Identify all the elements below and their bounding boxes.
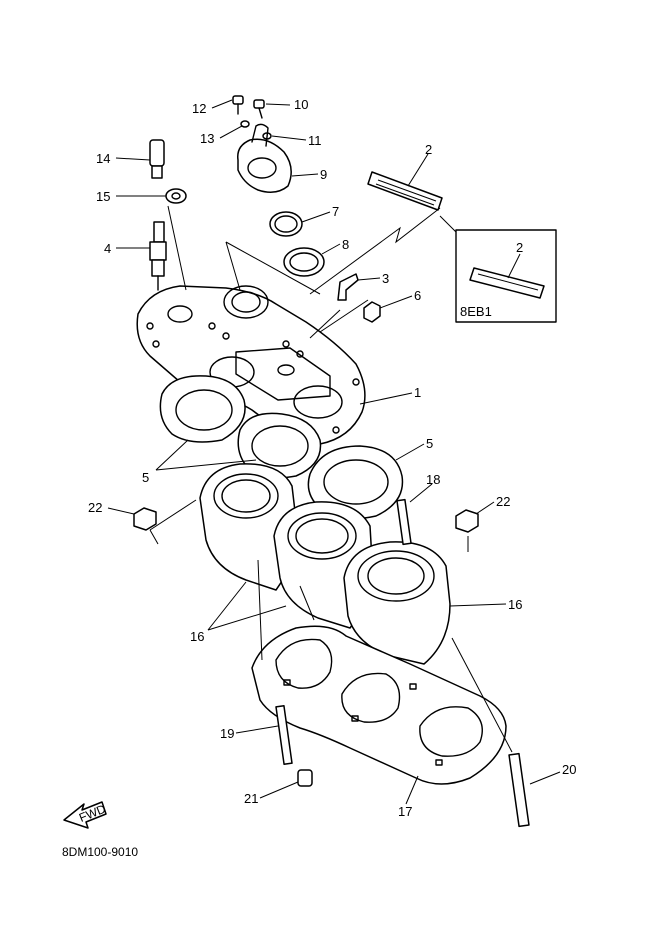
nut-22-left [133, 507, 157, 531]
callout-10: 10 [294, 97, 308, 112]
head-gasket-5-left [159, 375, 246, 443]
center-lines [149, 205, 513, 753]
washer-15 [165, 188, 187, 204]
callout-8: 8 [342, 237, 349, 252]
sensor-14 [149, 139, 165, 179]
callout-18: 18 [426, 472, 440, 487]
callouts: 1 2 2 3 4 5 5 6 7 8 9 10 11 12 13 14 15 … [88, 97, 576, 819]
callout-15: 15 [96, 189, 110, 204]
callout-20: 20 [562, 762, 576, 777]
callout-9: 9 [320, 167, 327, 182]
dowel-21 [297, 769, 313, 787]
bolt-10 [253, 99, 265, 119]
callout-7: 7 [332, 204, 339, 219]
nut-6 [363, 301, 381, 323]
base-gasket-17 [251, 625, 507, 785]
callout-17: 17 [398, 804, 412, 819]
variant-box-label: 8EB1 [460, 304, 492, 319]
thermostat-cover-9 [237, 123, 292, 193]
stud-19 [275, 704, 293, 766]
emblem-2 [367, 171, 443, 211]
callout-3: 3 [382, 271, 389, 286]
stud-18 [396, 498, 412, 546]
callout-1: 1 [414, 385, 421, 400]
callout-19: 19 [220, 726, 234, 741]
fwd-arrow-icon: FWD [63, 801, 108, 829]
callout-13: 13 [200, 131, 214, 146]
callout-22-right: 22 [496, 494, 510, 509]
callout-12: 12 [192, 101, 206, 116]
callout-6: 6 [414, 288, 421, 303]
bolt-12 [232, 95, 244, 115]
callout-2-variant: 2 [516, 240, 523, 255]
callout-16-left: 16 [190, 629, 204, 644]
callout-22-left: 22 [88, 500, 102, 515]
callout-21: 21 [244, 791, 258, 806]
leader-lines [107, 99, 561, 805]
callout-5-right: 5 [426, 436, 433, 451]
nut-22-right [455, 509, 479, 533]
washer-13 [240, 120, 250, 128]
callout-11: 11 [308, 133, 322, 148]
callout-4: 4 [104, 241, 111, 256]
drawing-code: 8DM100-9010 [62, 845, 138, 859]
fitting-3 [337, 273, 359, 301]
stud-20 [508, 752, 530, 828]
variant-box-8eb1 [455, 229, 557, 323]
callout-16-right: 16 [508, 597, 522, 612]
gasket-7 [269, 211, 303, 237]
spark-plug-4 [149, 221, 167, 291]
callout-2: 2 [425, 142, 432, 157]
callout-14: 14 [96, 151, 110, 166]
callout-5-left: 5 [142, 470, 149, 485]
o-ring-8 [283, 247, 325, 277]
